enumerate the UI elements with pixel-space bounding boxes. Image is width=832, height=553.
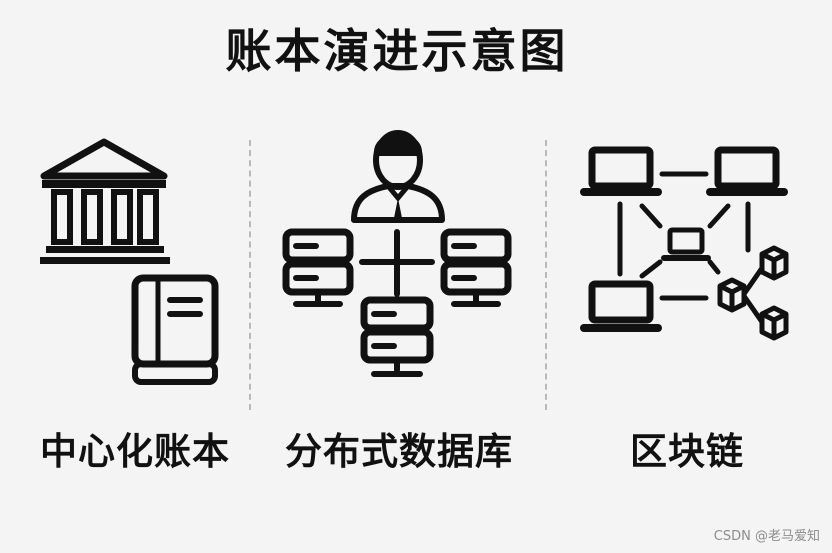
divider-left [249,140,251,410]
blockchain-network-icon [580,146,789,341]
column-label-distributed: 分布式数据库 [285,430,513,473]
laptop-node-icon-bottom-left [580,280,662,332]
server-network-icon [282,228,512,377]
laptop-node-icon-center [661,227,711,261]
laptop-node-icon-top-left [580,146,662,196]
server-icon-bottom [360,296,434,377]
column-label-centralized: 中心化账本 [40,430,230,473]
divider-right [545,140,547,410]
server-icon-left [282,228,354,307]
bank-building-icon [40,138,170,264]
administrator-person-icon [351,130,445,223]
server-icon-right [440,228,512,307]
block-cubes-icon [717,245,789,341]
watermark: CSDN @老马爱知 [713,529,820,544]
laptop-node-icon-top-right [706,146,788,196]
diagram-title: 账本演进示意图 [225,24,569,78]
ledger-book-icon [131,274,219,385]
column-label-blockchain: 区块链 [630,430,744,473]
